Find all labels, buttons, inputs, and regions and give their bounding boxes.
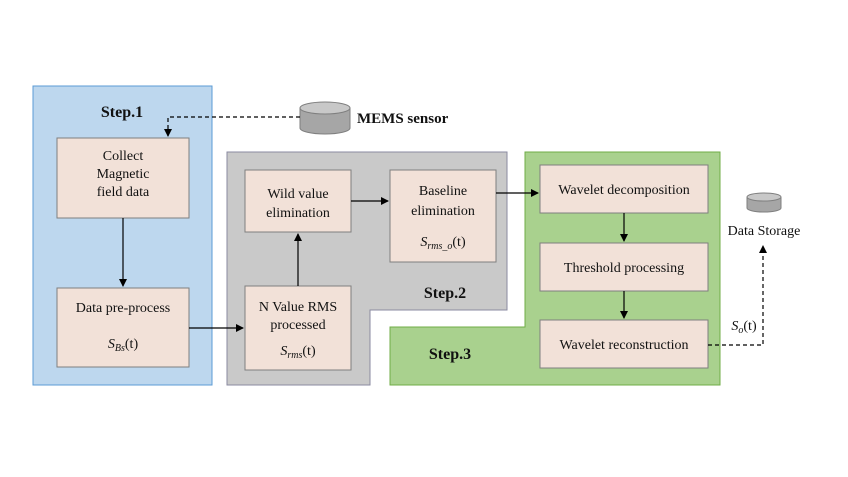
data-storage-database-icon [746,192,782,213]
wavelet-decomposition-box: Wavelet decomposition [539,164,709,214]
collect-line-2: Magnetic [97,167,150,182]
rms-symbol: Srms(t) [280,344,316,361]
preprocess-symbol: SBs(t) [108,337,139,354]
baseline-box: Baseline elimination Srms_o(t) [389,169,497,263]
decomposition-label: Wavelet decomposition [558,183,689,198]
baseline-line-2: elimination [411,204,475,219]
step2-label: Step.2 [424,285,466,302]
mems-sensor-label: MEMS sensor [357,111,449,127]
step1-label: Step.1 [101,104,143,121]
rms-box: N Value RMS processed Srms(t) [244,285,352,371]
wild-line-2: elimination [266,206,330,221]
preprocess-title: Data pre-process [76,301,170,316]
baseline-line-1: Baseline [419,184,467,199]
wild-line-1: Wild value [267,187,328,202]
wild-value-box: Wild value elimination [244,169,352,233]
rms-line-2: processed [270,318,325,333]
reconstruction-to-storage-arrow [708,245,767,346]
baseline-symbol: Srms_o(t) [420,235,466,252]
rms-line-1: N Value RMS [259,300,337,315]
collect-line-1: Collect [103,149,144,164]
data-storage-label: Data Storage [728,224,801,239]
sensor-to-collect-arrow [164,116,300,137]
output-signal-symbol: So(t) [731,319,757,336]
collect-box: Collect Magnetic field data [56,137,190,219]
mems-sensor-database-icon [299,101,351,135]
threshold-processing-box: Threshold processing [539,242,709,292]
step3-label: Step.3 [429,346,471,363]
reconstruction-label: Wavelet reconstruction [559,338,688,353]
threshold-label: Threshold processing [564,261,684,276]
collect-line-3: field data [97,185,150,200]
preprocess-box: Data pre-process SBs(t) [56,287,190,368]
wavelet-reconstruction-box: Wavelet reconstruction [539,319,709,369]
